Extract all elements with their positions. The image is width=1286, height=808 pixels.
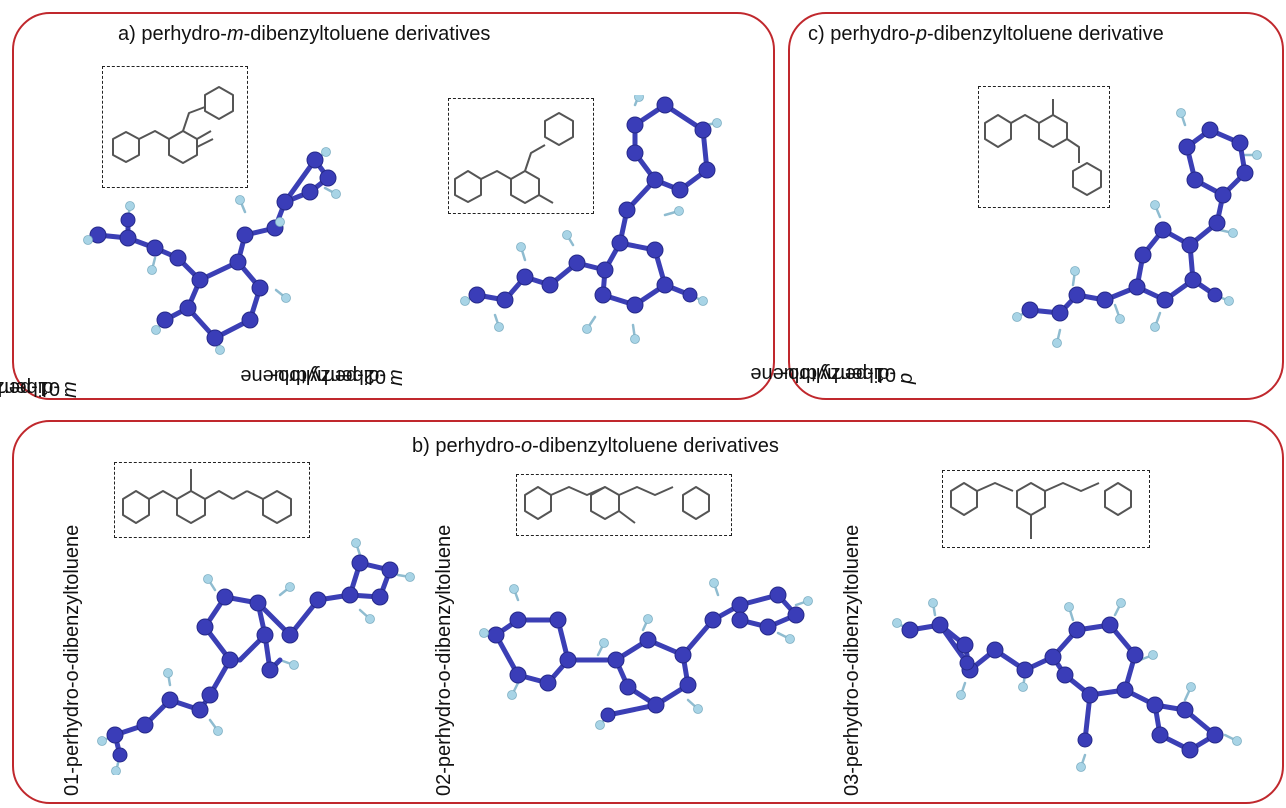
- panel-c-title: c) perhydro-p-dibenzyltoluene derivative: [808, 23, 1164, 45]
- molecule-c-01: [1005, 95, 1275, 355]
- molecule-b-03: [885, 575, 1255, 785]
- molecule-a-01: [80, 140, 350, 360]
- structure-b-02: [516, 474, 732, 536]
- structure-b-01: [114, 462, 310, 538]
- structure-a-02: [448, 98, 594, 214]
- structure-a-01: [102, 66, 248, 188]
- molecule-a-02: [455, 95, 755, 355]
- molecule-b-01: [80, 535, 420, 775]
- panel-b: [12, 420, 1284, 804]
- panel-c: [788, 12, 1284, 400]
- panel-a: [12, 12, 775, 400]
- structure-c-01: [978, 86, 1110, 208]
- molecule-b-02: [478, 565, 828, 735]
- panel-b-title: b) perhydro-o-dibenzyltoluene derivative…: [412, 435, 779, 457]
- structure-b-03: [942, 470, 1150, 548]
- panel-a-title: a) perhydro-m-dibenzyltoluene derivative…: [118, 23, 491, 45]
